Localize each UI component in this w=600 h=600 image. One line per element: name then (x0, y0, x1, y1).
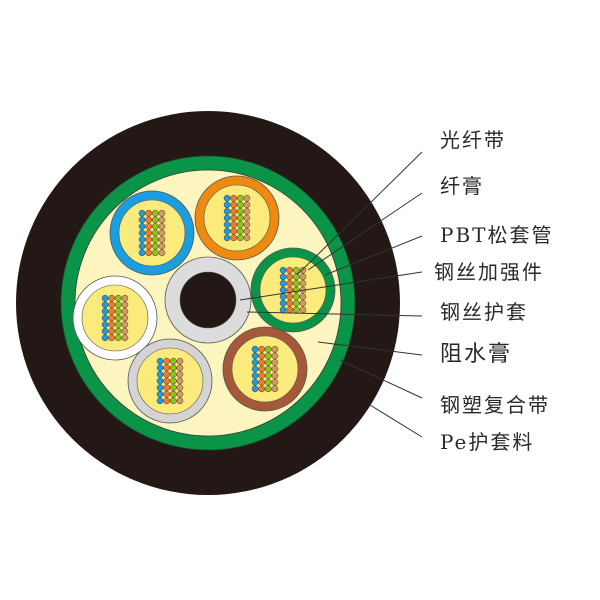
leader-line-fiber-ribbon (296, 151, 423, 276)
leader-line-pbt-tube (324, 235, 423, 276)
label-pe-sheath: Pe护套料 (440, 430, 535, 454)
tube-green (250, 247, 336, 333)
fiber-ribbon-stack (279, 266, 307, 314)
tube-orange (194, 175, 280, 261)
fiber-ribbon-stack (223, 194, 251, 242)
fiber-ribbon-stack (251, 345, 279, 393)
leader-line-steel-tape (339, 359, 423, 399)
leader-line-steel-wire-strength (239, 271, 423, 301)
leader-line-fiber-gel (307, 192, 423, 271)
fiber-ribbon-stack (138, 209, 166, 257)
loose-tubes (72, 175, 336, 424)
leader-lines (239, 151, 423, 438)
label-fiber-gel: 纤膏 (440, 174, 484, 198)
tube-brown (222, 326, 308, 412)
label-steel-wire-jacket: 钢丝护套 (440, 300, 528, 324)
tube-white (72, 275, 158, 361)
label-steel-plastic-tape: 钢塑复合带 (440, 393, 550, 417)
center-strength-member (164, 256, 252, 344)
label-pbt-loose-tube: PBT松套管 (440, 223, 554, 247)
label-steel-wire-strength: 钢丝加强件 (434, 260, 544, 284)
fiber-ribbon-stack (156, 357, 184, 405)
tube-blue (109, 190, 195, 276)
fiber-ribbon-stack (101, 294, 129, 342)
label-fiber-ribbon: 光纤带 (440, 128, 506, 152)
leader-line-steel-wire-jacket (246, 311, 423, 317)
leader-line-pe-sheath (369, 404, 423, 438)
tube-grey (127, 338, 213, 424)
leader-line-water-gel (317, 341, 423, 356)
label-water-blocking-gel: 阻水膏 (440, 342, 513, 367)
